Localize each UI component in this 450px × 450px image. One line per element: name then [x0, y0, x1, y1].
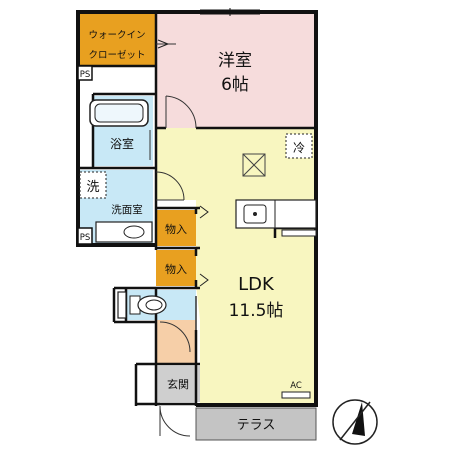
- aircon-box-top: [285, 133, 313, 159]
- ldk-size: 11.5帖: [229, 301, 284, 321]
- ps-box-bottom: [77, 227, 93, 245]
- terrace-outline: [195, 407, 317, 441]
- windows: [200, 8, 316, 407]
- walkin-closet-fill: [78, 13, 156, 65]
- washer-symbol: [79, 171, 107, 199]
- storage-2-label: 物入: [165, 262, 187, 276]
- ldk-fill: [156, 128, 316, 405]
- entrance-fill: [156, 366, 200, 402]
- toilet-corridor-fill: [156, 320, 196, 364]
- entrance-label: 玄関: [167, 377, 189, 391]
- sink-icon: [235, 199, 317, 237]
- ldk-name: LDK: [238, 274, 275, 295]
- direction-marks: [157, 39, 209, 287]
- western-room-size: 6帖: [221, 75, 249, 95]
- washer-label: 洗: [86, 180, 99, 195]
- storage-2-fill: [156, 250, 196, 286]
- storage-1-fill: [156, 210, 196, 246]
- north-arrow-icon: [332, 399, 378, 445]
- interior-walls: [78, 12, 316, 406]
- aircon-unit: [281, 391, 311, 399]
- western-room-fill: [156, 13, 316, 128]
- bathtub-icon: [89, 99, 149, 127]
- washroom-label: 洗面室: [111, 203, 143, 216]
- ps-label-bottom: PS: [80, 233, 91, 243]
- ps-label-top: PS: [80, 70, 91, 80]
- walkin-closet-label-line2: クローゼット: [88, 49, 145, 61]
- walkin-closet-label-line1: ウォークイン: [88, 30, 145, 41]
- vent-icon: [242, 153, 266, 177]
- ps-box-top: [77, 65, 93, 81]
- western-room-name: 洋室: [218, 51, 252, 71]
- aircon-top-label: 冷: [293, 141, 305, 155]
- aircon-label: AC: [290, 381, 302, 391]
- terrace-fill: [196, 408, 316, 440]
- vanity-basin-icon: [95, 221, 153, 243]
- terrace-label: テラス: [237, 418, 276, 433]
- toilet-icon: [117, 291, 167, 319]
- storage-1-label: 物入: [165, 222, 187, 236]
- doors: [149, 43, 197, 437]
- bathroom-label: 浴室: [110, 136, 134, 151]
